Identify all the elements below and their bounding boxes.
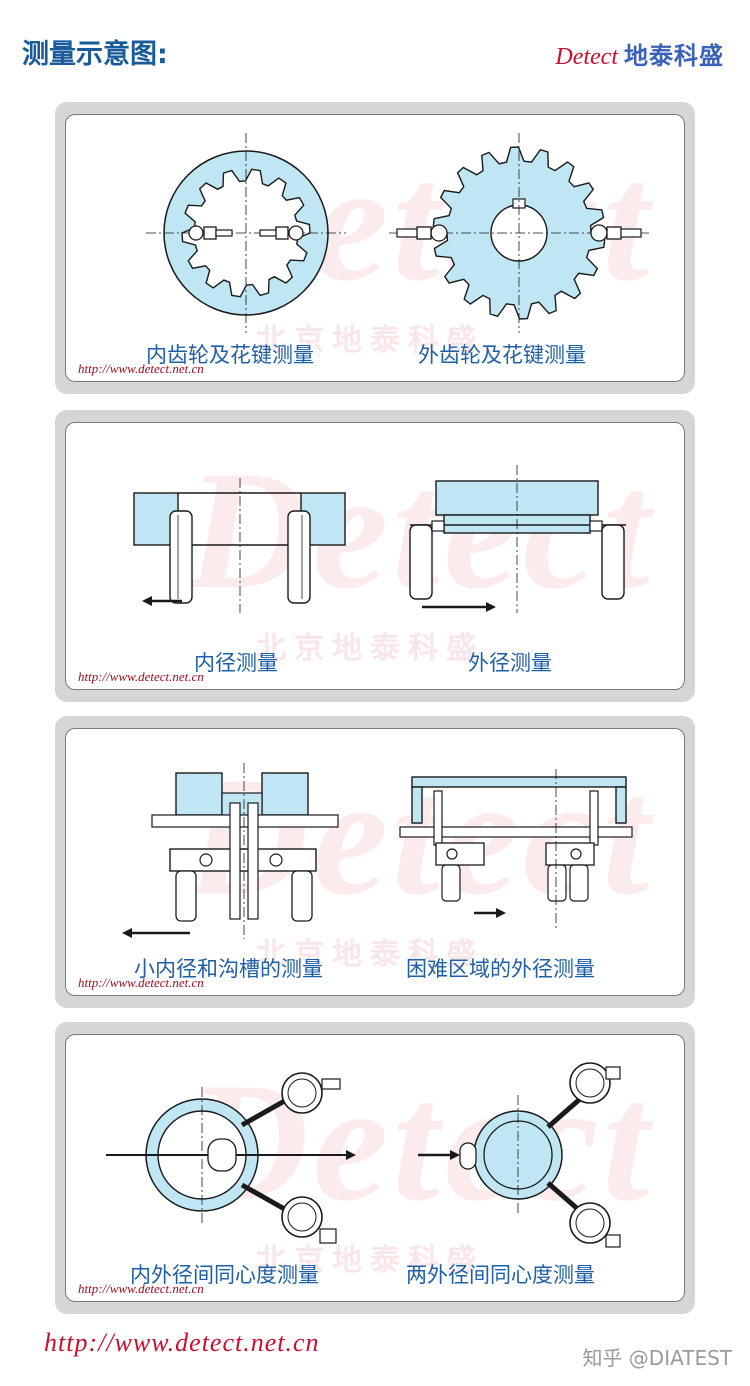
panel-gear-measurement: Detect 北京地泰科盛 <box>55 102 695 394</box>
brand-name-cn: 地泰科盛 <box>624 44 724 70</box>
probe-left <box>396 224 448 242</box>
panel-frame: Detect 北京地泰科盛 <box>65 1034 685 1302</box>
caption-left: 内径测量 <box>194 651 278 675</box>
brand-logo: Detect 地泰科盛 <box>555 36 724 71</box>
caption-right: 外径测量 <box>468 651 552 675</box>
panel-url: http://www.detect.net.cn <box>78 361 204 376</box>
inner-outer-concentricity-illustration <box>106 1072 356 1244</box>
watermark-cn: 北京地泰科盛 <box>256 323 484 358</box>
caption-right: 两外径间同心度测量 <box>406 1263 595 1287</box>
difficult-area-illustration <box>399 769 633 929</box>
panel-frame: Detect 北京地泰科盛 <box>65 422 685 690</box>
panel-concentricity-measurement: Detect 北京地泰科盛 <box>55 1022 695 1314</box>
gear-diagram <box>146 133 649 333</box>
small-bore-illustration <box>122 763 339 939</box>
caption-left: 内齿轮及花键测量 <box>146 343 314 367</box>
panel-diameter-measurement: Detect 北京地泰科盛 <box>55 410 695 702</box>
panel-url: http://www.detect.net.cn <box>78 669 204 684</box>
internal-gear-illustration <box>146 133 346 333</box>
external-gear-illustration <box>389 133 649 333</box>
page-title: 测量示意图: <box>22 39 168 70</box>
panel-url: http://www.detect.net.cn <box>78 975 204 990</box>
probe-left <box>188 225 233 241</box>
footer-credit: 知乎 @DIATEST <box>582 1346 732 1370</box>
probe-right <box>259 225 304 241</box>
panel-url: http://www.detect.net.cn <box>78 1281 204 1296</box>
caption-right: 困难区域的外径测量 <box>406 957 595 981</box>
diameter-diagram <box>133 465 626 613</box>
caption-left: 内外径间同心度测量 <box>130 1263 319 1287</box>
brand-name-en: Detect <box>555 44 618 70</box>
probe-right <box>590 224 642 242</box>
watermark-cn: 北京地泰科盛 <box>256 937 484 972</box>
two-outer-concentricity-illustration <box>418 1062 621 1248</box>
groove-diagram <box>122 763 633 939</box>
panel-groove-measurement: Detect 北京地泰科盛 <box>55 716 695 1008</box>
panel-frame: Detect 北京地泰科盛 <box>65 728 685 996</box>
watermark-cn: 北京地泰科盛 <box>256 1243 484 1278</box>
footer-url[interactable]: http://www.detect.net.cn <box>44 1328 320 1357</box>
caption-right: 外齿轮及花键测量 <box>418 343 586 367</box>
concentricity-diagram <box>106 1062 621 1248</box>
watermark-cn: 北京地泰科盛 <box>256 631 484 666</box>
inner-diameter-illustration <box>133 478 346 613</box>
panel-frame: Detect 北京地泰科盛 <box>65 114 685 382</box>
outer-diameter-illustration <box>409 465 626 613</box>
caption-left: 小内径和沟槽的测量 <box>134 957 323 981</box>
